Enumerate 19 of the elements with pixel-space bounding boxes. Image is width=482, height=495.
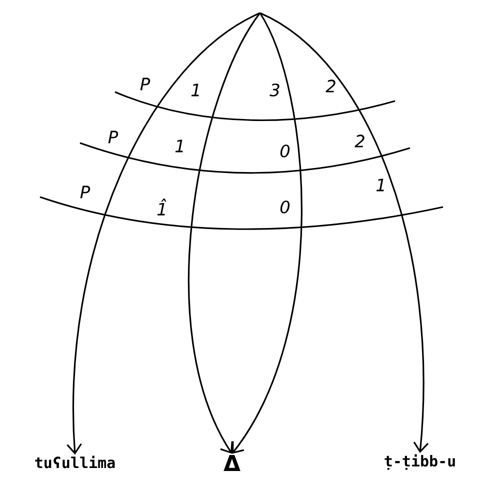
grid-label: 0	[280, 144, 290, 158]
grid-label: 2	[354, 134, 364, 148]
arrow	[188, 12, 261, 454]
grid-label: 1	[376, 178, 384, 192]
arrow	[66, 12, 260, 455]
grid-label: 2	[326, 80, 336, 92]
grid-label: 1̂	[157, 198, 166, 216]
grid-label: 1	[175, 140, 183, 152]
grid-label: P	[80, 186, 90, 198]
grid-label: 0	[280, 200, 290, 214]
arrow	[260, 12, 429, 454]
grid-label: P	[140, 78, 150, 90]
grid-label: 1	[191, 84, 199, 96]
grid-label: P	[108, 130, 118, 144]
arrow	[232, 12, 302, 454]
word-label: Δ	[224, 454, 240, 472]
grid-label: 3	[270, 84, 280, 96]
word-label: tuʕullima	[35, 456, 115, 468]
word-label: ṭ-ṭibb-u	[384, 454, 455, 470]
